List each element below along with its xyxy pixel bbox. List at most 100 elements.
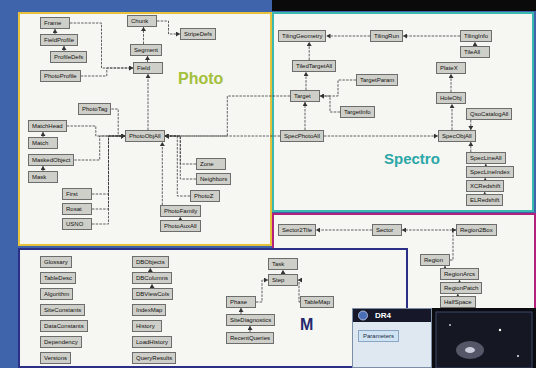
table-name: TableMap bbox=[304, 299, 330, 305]
table-box: TileAll bbox=[460, 46, 490, 58]
table-box: TableMap bbox=[300, 296, 334, 308]
table-box: TargetInfo bbox=[340, 106, 375, 118]
table-box: History bbox=[132, 320, 162, 332]
table-name: ELRedshift bbox=[470, 197, 499, 203]
app-icon bbox=[356, 310, 370, 321]
relation-line bbox=[327, 36, 371, 37]
table-box: LoadHistory bbox=[132, 336, 172, 348]
table-box: PhotoObjAll bbox=[125, 130, 165, 142]
table-name: TilingInfo bbox=[464, 33, 488, 39]
relation-line bbox=[150, 268, 151, 272]
table-box: Target bbox=[290, 90, 320, 102]
table-box: Glossary bbox=[40, 256, 72, 268]
table-box: Rosat bbox=[62, 203, 92, 215]
table-name: RegionPatch bbox=[444, 285, 478, 291]
galaxy-core bbox=[465, 347, 475, 353]
table-name: Glossary bbox=[44, 259, 68, 265]
table-box: TargetParam bbox=[356, 74, 398, 86]
table-name: Versions bbox=[44, 355, 67, 361]
relation-line bbox=[162, 142, 163, 205]
table-box: Dependency bbox=[40, 336, 82, 348]
table-name: PlateX bbox=[440, 65, 458, 71]
table-box: PhotoZ bbox=[190, 190, 220, 202]
table-box: USNO bbox=[62, 218, 92, 230]
table-box: Algorithm bbox=[40, 288, 73, 300]
table-name: TilingRun bbox=[374, 33, 399, 39]
relation-line bbox=[470, 120, 471, 130]
galaxy-glow bbox=[456, 341, 484, 359]
table-name: SpecObjAll bbox=[442, 133, 472, 139]
relation-line bbox=[305, 102, 306, 130]
table-name: Rosat bbox=[66, 206, 82, 212]
table-box: RegionArcs bbox=[440, 268, 479, 280]
schema-group-frame: PhotoChunkStripeDefsSegmentFieldFrameFie… bbox=[18, 12, 272, 246]
relation-line bbox=[157, 21, 180, 34]
relation-line bbox=[484, 192, 485, 194]
table-name: QueryResults bbox=[136, 355, 172, 361]
table-box: TableDesc bbox=[40, 272, 76, 284]
top-dark-strip bbox=[272, 0, 536, 11]
table-name: TableDesc bbox=[44, 275, 72, 281]
table-name: Region bbox=[424, 257, 443, 263]
table-name: History bbox=[136, 323, 155, 329]
table-box: FieldProfile bbox=[40, 34, 78, 46]
relation-line bbox=[165, 136, 190, 196]
table-box: RecentQueries bbox=[226, 332, 274, 344]
table-box: Frame bbox=[40, 17, 70, 29]
relation-line bbox=[81, 68, 133, 76]
relation-line bbox=[485, 178, 486, 180]
table-box: SpecLineIndex bbox=[466, 166, 514, 178]
table-box: TilingInfo bbox=[460, 30, 492, 42]
table-name: MaskedObject bbox=[32, 157, 70, 163]
relation-line bbox=[74, 136, 125, 160]
table-box: DBColumns bbox=[132, 272, 172, 284]
table-box: HoleObj bbox=[436, 92, 466, 104]
table-name: Sector2Tile bbox=[282, 227, 312, 233]
table-box: MatchHead bbox=[28, 120, 67, 132]
table-box: StripeDefs bbox=[180, 28, 216, 40]
table-name: TileAll bbox=[464, 49, 480, 55]
relation-line bbox=[165, 136, 280, 137]
table-box: Region bbox=[420, 254, 450, 266]
table-box: First bbox=[62, 188, 92, 200]
table-name: SiteDiagnostics bbox=[230, 317, 271, 323]
table-box: IndexMap bbox=[132, 304, 166, 316]
table-box: QsoCatalogAll bbox=[466, 108, 512, 120]
relation-line bbox=[92, 136, 125, 224]
table-name: Algorithm bbox=[44, 291, 69, 297]
table-box: Chunk bbox=[127, 15, 157, 27]
relation-line bbox=[320, 80, 356, 96]
relation-line bbox=[148, 74, 149, 130]
table-box: HalfSpace bbox=[440, 296, 476, 308]
table-box: PhotoProfile bbox=[40, 70, 81, 82]
table-box: Sector bbox=[372, 224, 402, 236]
table-box: SiteConstants bbox=[40, 304, 85, 316]
relation-line bbox=[445, 266, 446, 268]
table-name: DBObjects bbox=[136, 259, 165, 265]
table-name: MatchHead bbox=[32, 123, 63, 129]
relation-line bbox=[67, 126, 125, 136]
table-name: Target bbox=[294, 93, 311, 99]
group-title: Spectro bbox=[384, 151, 440, 166]
table-box: PlateX bbox=[436, 62, 466, 74]
table-box: PhotoFamily bbox=[160, 205, 201, 217]
table-name: PhotoProfile bbox=[44, 73, 77, 79]
table-box: MaskedObject bbox=[28, 154, 74, 166]
relation-line bbox=[316, 230, 372, 231]
table-name: PhotoObjAll bbox=[129, 133, 161, 139]
table-box: DBViewCols bbox=[132, 288, 173, 300]
table-box: Region2Box bbox=[456, 224, 497, 236]
star bbox=[517, 355, 519, 357]
table-box: Segment bbox=[130, 44, 162, 56]
table-box: SpecLineAll bbox=[466, 152, 506, 164]
relation-line bbox=[459, 280, 460, 282]
table-name: Match bbox=[32, 140, 48, 146]
relation-line bbox=[306, 72, 307, 90]
relation-line bbox=[241, 308, 242, 314]
table-name: Zone bbox=[200, 161, 214, 167]
table-name: TargetInfo bbox=[344, 109, 371, 115]
table-name: IndexMap bbox=[136, 307, 162, 313]
table-box: TilingGeometry bbox=[278, 30, 326, 42]
